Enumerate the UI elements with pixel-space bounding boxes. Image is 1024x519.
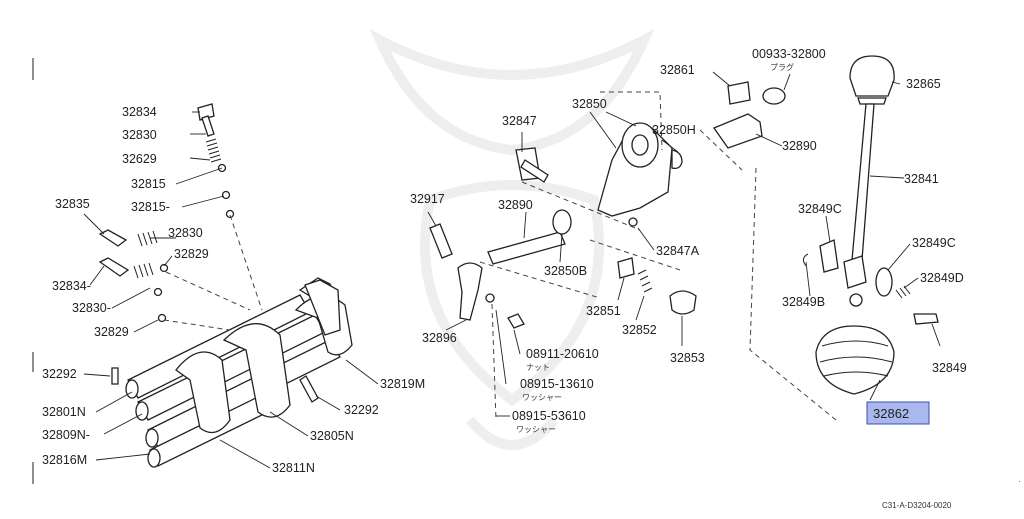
- label-32829: 32829: [174, 247, 209, 261]
- label-32809N: 32809N-: [42, 428, 90, 442]
- shift-housing: [429, 81, 786, 329]
- label-32292: 32292: [344, 403, 379, 417]
- guide-line: [165, 271, 251, 311]
- label-32865: 32865: [906, 77, 941, 91]
- label-32861: 32861: [660, 63, 695, 77]
- guide-line: [589, 239, 681, 271]
- shift-lever: [802, 55, 939, 395]
- label-32841: 32841: [904, 172, 939, 186]
- label-32890: 32890: [782, 139, 817, 153]
- label-32849C: 32849C: [798, 202, 842, 216]
- label-32834: 32834: [122, 105, 157, 119]
- shift-rail-assembly: [125, 277, 353, 468]
- label-32890: 32890: [498, 198, 533, 212]
- guide-line: [229, 214, 263, 311]
- label-32830: 32830-: [72, 301, 111, 315]
- label-08915-13610: 08915-13610: [520, 377, 594, 391]
- label-32834: 32834-: [52, 279, 91, 293]
- label-32829: 32829: [94, 325, 129, 339]
- highlight-box[interactable]: [866, 401, 930, 425]
- label-32830: 32830: [168, 226, 203, 240]
- label-32835: 32835: [55, 197, 90, 211]
- label-32849C: 32849C: [912, 236, 956, 250]
- label-32811N: 32811N: [272, 461, 315, 475]
- highlighted-part-32862[interactable]: 32862: [866, 401, 930, 425]
- guide-line: [600, 91, 663, 151]
- leader-lines: [83, 71, 941, 469]
- label-32851: 32851: [586, 304, 621, 318]
- label-32801N: 32801N: [42, 405, 86, 419]
- label-32847: 32847: [502, 114, 537, 128]
- label-32830: 32830: [122, 128, 157, 142]
- guide-line: [479, 261, 601, 299]
- label-washer-jp: ワッシャー: [522, 393, 562, 402]
- label-32896: 32896: [422, 331, 457, 345]
- label-32850: 32850: [572, 97, 607, 111]
- label-32819M: 32819M: [380, 377, 425, 391]
- label-32847A: 32847A: [656, 244, 700, 258]
- watermark: [369, 28, 655, 450]
- label-32849B: 32849B: [782, 295, 825, 309]
- label-32849D: 32849D: [920, 271, 964, 285]
- guide-line: [749, 167, 837, 421]
- part-labels: 32834 32830 32629 32815 32815- 32835 328…: [42, 47, 967, 475]
- label-32850H: 32850H: [652, 123, 696, 137]
- label-08911-20610: 08911-20610: [526, 347, 599, 361]
- label-32853: 32853: [670, 351, 705, 365]
- label-08915-53610: 08915-53610: [512, 409, 586, 423]
- label-32815: 32815: [131, 177, 166, 191]
- label-32629: 32629: [122, 152, 157, 166]
- label-32849: 32849: [932, 361, 967, 375]
- label-nut-jp: ナット: [526, 363, 550, 372]
- label-washer-jp: ワッシャー: [516, 425, 556, 434]
- label-00933-32800: 00933-32800: [752, 47, 826, 61]
- diagram-code: C31-A-D3204-0020: [882, 501, 952, 510]
- detent-parts: [98, 103, 319, 403]
- label-32816M: 32816M: [42, 453, 87, 467]
- label-plug-jp: プラグ: [770, 62, 794, 72]
- guide-line: [699, 129, 743, 171]
- label-32805N: 32805N: [310, 429, 354, 443]
- label-32815: 32815-: [131, 200, 170, 214]
- margin-dot: ·: [1018, 477, 1021, 486]
- guide-line: [163, 319, 231, 331]
- label-32292: 32292: [42, 367, 77, 381]
- label-32850B: 32850B: [544, 264, 587, 278]
- shift-knob: [849, 55, 895, 97]
- label-32862[interactable]: 32862: [873, 406, 909, 421]
- guide-line: [521, 181, 641, 231]
- label-32917: 32917: [410, 192, 445, 206]
- label-32852: 32852: [622, 323, 657, 337]
- guide-line: [491, 303, 497, 421]
